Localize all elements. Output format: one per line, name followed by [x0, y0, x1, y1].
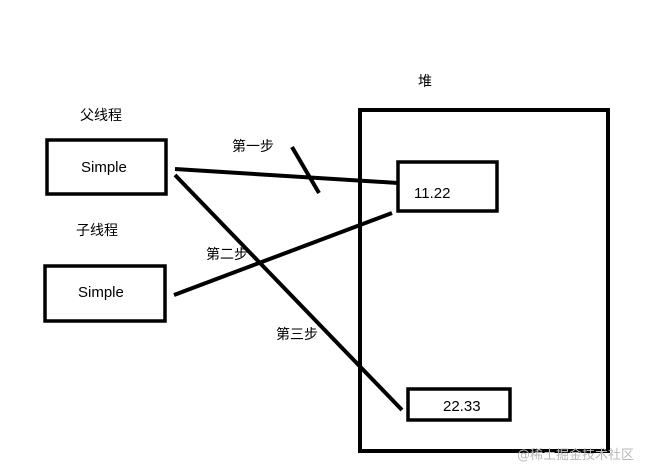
heap-value-box-second: [406, 387, 512, 422]
step1-label: 第一步: [232, 138, 274, 155]
heap-container: [358, 108, 610, 453]
parent-thread-box: [45, 138, 168, 196]
parent-thread-box-text: Simple: [81, 159, 127, 176]
step1-reference-line: [174, 167, 399, 185]
child-thread-box-text: Simple: [78, 284, 124, 301]
step3-label: 第三步: [276, 326, 318, 343]
heap-value-second: 22.33: [443, 398, 481, 415]
watermark: @稀土掘金技术社区: [517, 447, 634, 463]
step1-cross-out-mark: [290, 145, 321, 195]
child-thread-box: [43, 264, 167, 323]
step3-reference-line: [173, 173, 404, 412]
child-thread-label: 子线程: [76, 223, 118, 239]
parent-thread-label: 父线程: [80, 108, 122, 124]
heap-label: 堆: [418, 74, 432, 90]
step2-label: 第二步: [206, 246, 248, 263]
step2-reference-line: [173, 211, 393, 297]
heap-value-box-first: [396, 160, 499, 213]
heap-value-first: 11.22: [414, 185, 450, 202]
